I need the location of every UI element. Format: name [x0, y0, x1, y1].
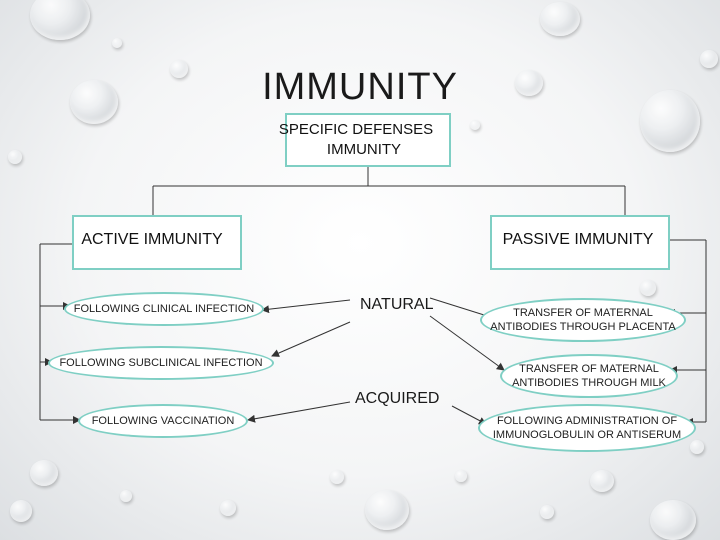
water-drop — [365, 490, 409, 530]
water-drop — [30, 460, 58, 486]
water-drop — [690, 440, 704, 454]
arrow-natural-to-clinical — [261, 299, 351, 314]
placenta-line-2: ANTIBODIES THROUGH PLACENTA — [490, 321, 676, 333]
administration-oval: FOLLOWING ADMINISTRATION OF IMMUNOGLOBUL… — [478, 404, 696, 452]
subclinical-infection-label: FOLLOWING SUBCLINICAL INFECTION — [59, 357, 263, 369]
water-drop — [170, 60, 188, 78]
active-immunity-box: ACTIVE IMMUNITY — [72, 215, 242, 270]
water-drop — [650, 500, 696, 540]
acquired-label: ACQUIRED — [355, 390, 440, 407]
placenta-line-1: TRANSFER OF MATERNAL — [513, 307, 653, 319]
specific-defenses-box: SPECIFIC DEFENSES IMMUNITY — [279, 113, 451, 167]
arrow-natural-to-milk — [429, 315, 505, 371]
water-drop — [8, 150, 22, 164]
natural-label: NATURAL — [360, 296, 434, 313]
page-title: IMMUNITY — [262, 66, 458, 108]
vaccination-oval: FOLLOWING VACCINATION — [78, 404, 248, 438]
milk-transfer-oval: TRANSFER OF MATERNAL ANTIBODIES THROUGH … — [500, 354, 678, 398]
water-drop — [640, 280, 656, 296]
water-drop — [455, 470, 467, 482]
clinical-infection-label: FOLLOWING CLINICAL INFECTION — [73, 303, 255, 315]
milk-line-1: TRANSFER OF MATERNAL — [519, 363, 659, 375]
vaccination-label: FOLLOWING VACCINATION — [91, 415, 235, 427]
water-drop — [590, 470, 614, 492]
active-immunity-label: ACTIVE IMMUNITY — [81, 230, 223, 248]
water-drop — [640, 90, 700, 152]
water-drop — [330, 470, 344, 484]
administration-line-2: IMMUNOGLOBULIN OR ANTISERUM — [492, 429, 682, 441]
placenta-transfer-oval: TRANSFER OF MATERNAL ANTIBODIES THROUGH … — [480, 298, 686, 342]
administration-line-1: FOLLOWING ADMINISTRATION OF — [496, 415, 678, 427]
arrow-natural-to-subclinical — [271, 321, 351, 357]
arrow-acquired-to-administration — [451, 405, 487, 425]
root-line-1: SPECIFIC DEFENSES — [278, 121, 434, 138]
water-drop — [10, 500, 32, 522]
passive-immunity-label: PASSIVE IMMUNITY — [502, 230, 654, 248]
water-drop — [515, 70, 543, 96]
clinical-infection-oval: FOLLOWING CLINICAL INFECTION — [64, 292, 264, 326]
water-drop — [540, 2, 580, 36]
water-drop — [30, 0, 90, 40]
water-drop — [700, 50, 718, 68]
root-line-2: IMMUNITY — [326, 141, 402, 158]
water-drop — [470, 120, 480, 130]
arrow-acquired-to-vaccination — [247, 401, 351, 423]
water-drop — [112, 38, 122, 48]
water-drop — [120, 490, 132, 502]
water-drop — [70, 80, 118, 124]
water-drop — [540, 505, 554, 519]
subclinical-infection-oval: FOLLOWING SUBCLINICAL INFECTION — [48, 346, 274, 380]
passive-immunity-box: PASSIVE IMMUNITY — [490, 215, 670, 270]
water-drop — [220, 500, 236, 516]
milk-line-2: ANTIBODIES THROUGH MILK — [512, 377, 666, 389]
